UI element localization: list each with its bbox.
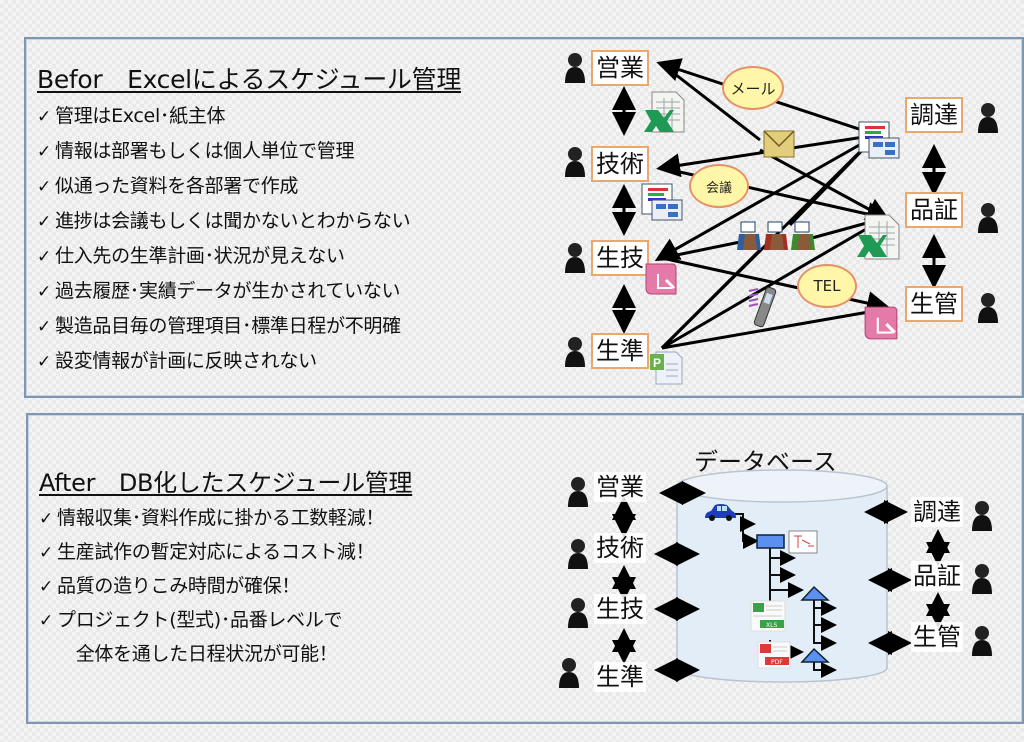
before-panel [24, 37, 1024, 398]
after-dept-seikan: 生管 [911, 622, 963, 652]
excel-icon [644, 91, 685, 133]
before-bullet: ✓仕入先の生準計画･状況が見えない [37, 245, 345, 267]
after-bullet: ✓プロジェクト(型式)･品番レベルで [39, 609, 343, 631]
excel-icon [857, 214, 900, 260]
database-label: データベース [694, 448, 837, 476]
after-bullet: ✓品質の造りこみ時間が確保！ [39, 575, 301, 597]
before-bullet: ✓似通った資料を各部署で作成 [37, 175, 299, 197]
dept-gijutsu: 技術 [591, 146, 649, 182]
person-icon [568, 539, 588, 569]
person-icon [978, 103, 998, 133]
access-app-icon [864, 306, 898, 340]
dept-eigyo: 営業 [591, 50, 649, 86]
after-dept-gijutsu: 技術 [594, 533, 646, 563]
person-icon [978, 203, 998, 233]
bubble-tel: TEL [797, 264, 857, 308]
after-bullet: 全体を通した日程状況が可能！ [57, 643, 338, 665]
mail-envelope-icon [763, 130, 795, 158]
before-bullet: ✓製造品目毎の管理項目･標準日程が不明確 [37, 315, 401, 337]
dept-chotatsu: 調達 [905, 97, 963, 133]
person-icon [565, 337, 585, 367]
person-icon [972, 501, 992, 531]
dept-seigi: 生技 [591, 240, 649, 276]
svg-text:PDF: PDF [771, 659, 783, 666]
after-bullet-list: ✓情報収集･資料作成に掛かる工数軽減！ ✓生産試作の暫定対応によるコスト減！ ✓… [39, 502, 384, 671]
after-dept-hinsho: 品証 [911, 561, 963, 591]
mobile-phone-icon [748, 286, 777, 328]
person-icon [565, 243, 585, 273]
before-bullet: ✓過去履歴･実績データが生かされていない [37, 280, 401, 302]
bubble-mail: メール [722, 66, 784, 110]
svg-text:XLS: XLS [766, 622, 777, 629]
dept-seikan: 生管 [905, 286, 963, 322]
bubble-meeting: 会議 [689, 164, 749, 208]
after-dept-eigyo: 営業 [594, 472, 646, 502]
before-bullet: ✓管理はExcel･紙主体 [37, 105, 226, 127]
dept-hinsho: 品証 [905, 192, 963, 228]
after-bullet: ✓情報収集･資料作成に掛かる工数軽減！ [39, 507, 385, 529]
person-icon [565, 147, 585, 177]
project-file-icon: P [650, 351, 683, 385]
person-icon [978, 293, 998, 323]
person-icon [568, 598, 588, 628]
before-bullet: ✓情報は部署もしくは個人単位で管理 [37, 140, 355, 162]
person-icon [559, 658, 579, 688]
before-bullet: ✓設変情報が計画に反映されない [37, 350, 317, 372]
person-icon [972, 564, 992, 594]
chart-document-icon [858, 121, 900, 159]
meeting-people-icon [737, 221, 815, 250]
after-dept-seigi: 生技 [594, 594, 646, 624]
svg-text:P: P [653, 356, 661, 370]
before-bullet: ✓進捗は会議もしくは聞かないとわからない [37, 210, 411, 232]
after-bullet: ✓生産試作の暫定対応によるコスト減！ [39, 541, 375, 563]
after-dept-chotatsu: 調達 [911, 497, 963, 527]
after-dept-seijun: 生準 [594, 662, 646, 692]
chart-document-icon [641, 183, 683, 221]
pdf-file-icon: PDF [757, 641, 791, 669]
car-icon [705, 504, 736, 521]
after-heading: After DB化したスケジュール管理 [39, 469, 413, 497]
before-bullet-list: ✓管理はExcel･紙主体 ✓情報は部署もしくは個人単位で管理 ✓似通った資料を… [37, 99, 411, 379]
person-icon [565, 53, 585, 83]
person-icon [568, 477, 588, 507]
after-panel [26, 413, 1024, 724]
access-app-icon [645, 263, 677, 295]
person-icon [972, 626, 992, 656]
dept-seijun: 生準 [591, 333, 649, 369]
drawing-icon [788, 530, 818, 554]
before-heading: Befor Excelによるスケジュール管理 [37, 65, 462, 94]
xls-file-icon: XLS [750, 600, 786, 632]
